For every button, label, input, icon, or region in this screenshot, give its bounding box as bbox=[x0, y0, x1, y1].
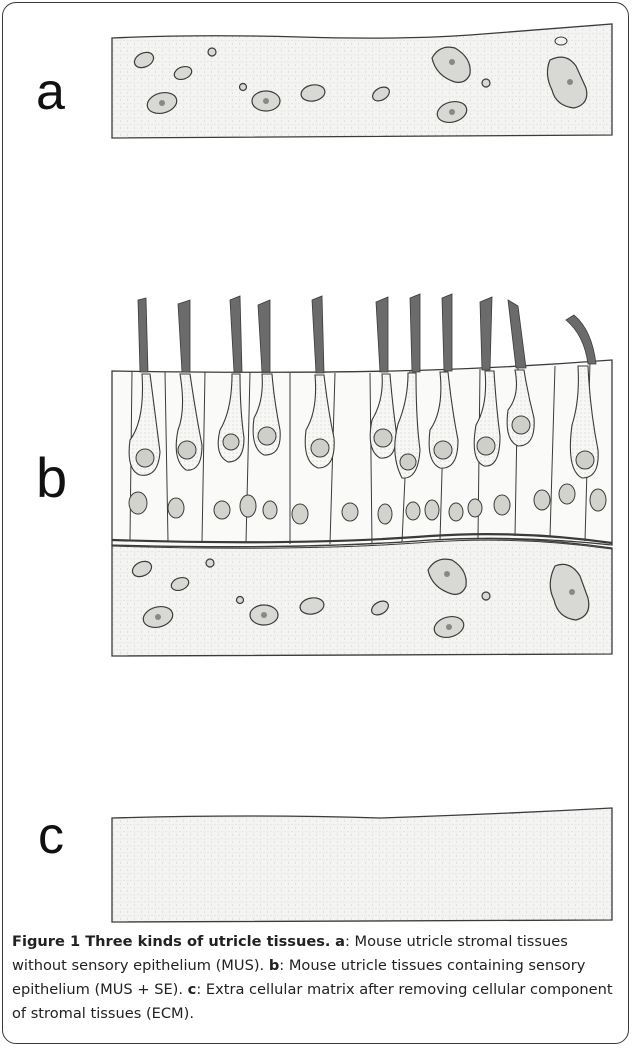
caption-title: Figure 1 Three kinds of utricle tissues. bbox=[12, 933, 330, 950]
figure-caption: Figure 1 Three kinds of utricle tissues.… bbox=[12, 930, 624, 1026]
panel-c-tissue bbox=[112, 808, 612, 922]
caption-key-b: b bbox=[269, 957, 279, 974]
caption-key-a: a bbox=[335, 933, 345, 950]
panel-b-tissue bbox=[112, 294, 612, 656]
caption-key-c: c bbox=[188, 981, 197, 998]
panel-a-tissue bbox=[112, 24, 612, 138]
